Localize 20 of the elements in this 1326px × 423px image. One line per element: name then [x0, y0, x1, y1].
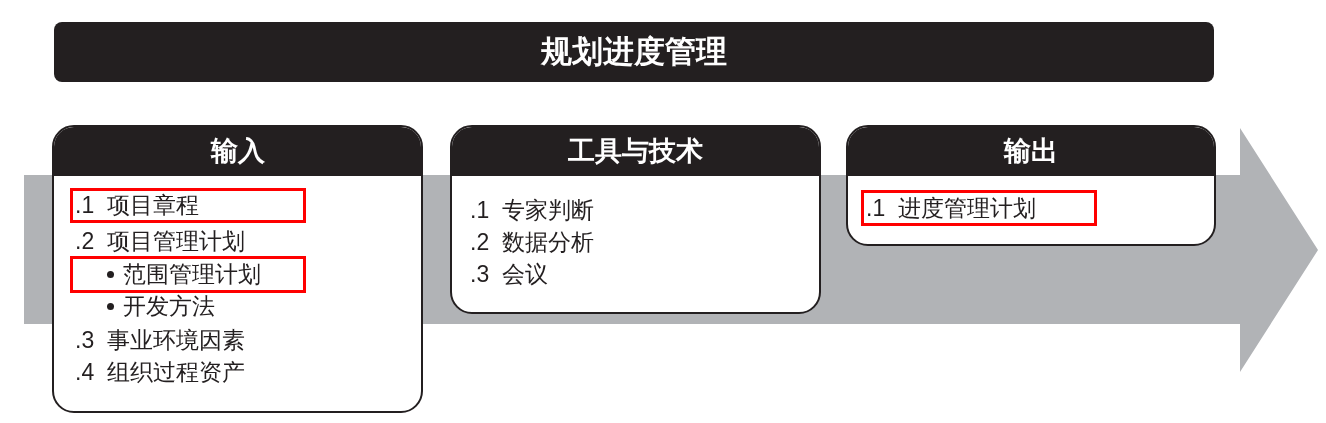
highlight-frame	[70, 188, 306, 223]
list-item: .4 组织过程资产	[75, 357, 245, 387]
list-item: .1 项目章程	[75, 191, 199, 220]
list-card	[450, 125, 821, 314]
card-header: 输出	[848, 127, 1214, 176]
list-item: 范围管理计划	[123, 260, 261, 289]
card-header: 工具与技术	[452, 127, 819, 176]
list-card	[52, 125, 423, 413]
list-item: 开发方法	[123, 291, 215, 321]
list-item: .3 会议	[470, 259, 548, 289]
list-item: .3 事业环境因素	[75, 325, 245, 355]
list-item: .2 项目管理计划	[75, 226, 245, 256]
list-item: .2 数据分析	[470, 227, 594, 257]
list-item: .1 进度管理计划	[866, 193, 1036, 223]
card-header: 输入	[54, 127, 421, 176]
highlight-frame	[70, 256, 306, 293]
highlight-frame	[861, 190, 1097, 226]
list-card	[846, 125, 1216, 246]
list-item: .1 专家判断	[470, 195, 594, 225]
title-banner: 规划进度管理	[54, 22, 1214, 82]
